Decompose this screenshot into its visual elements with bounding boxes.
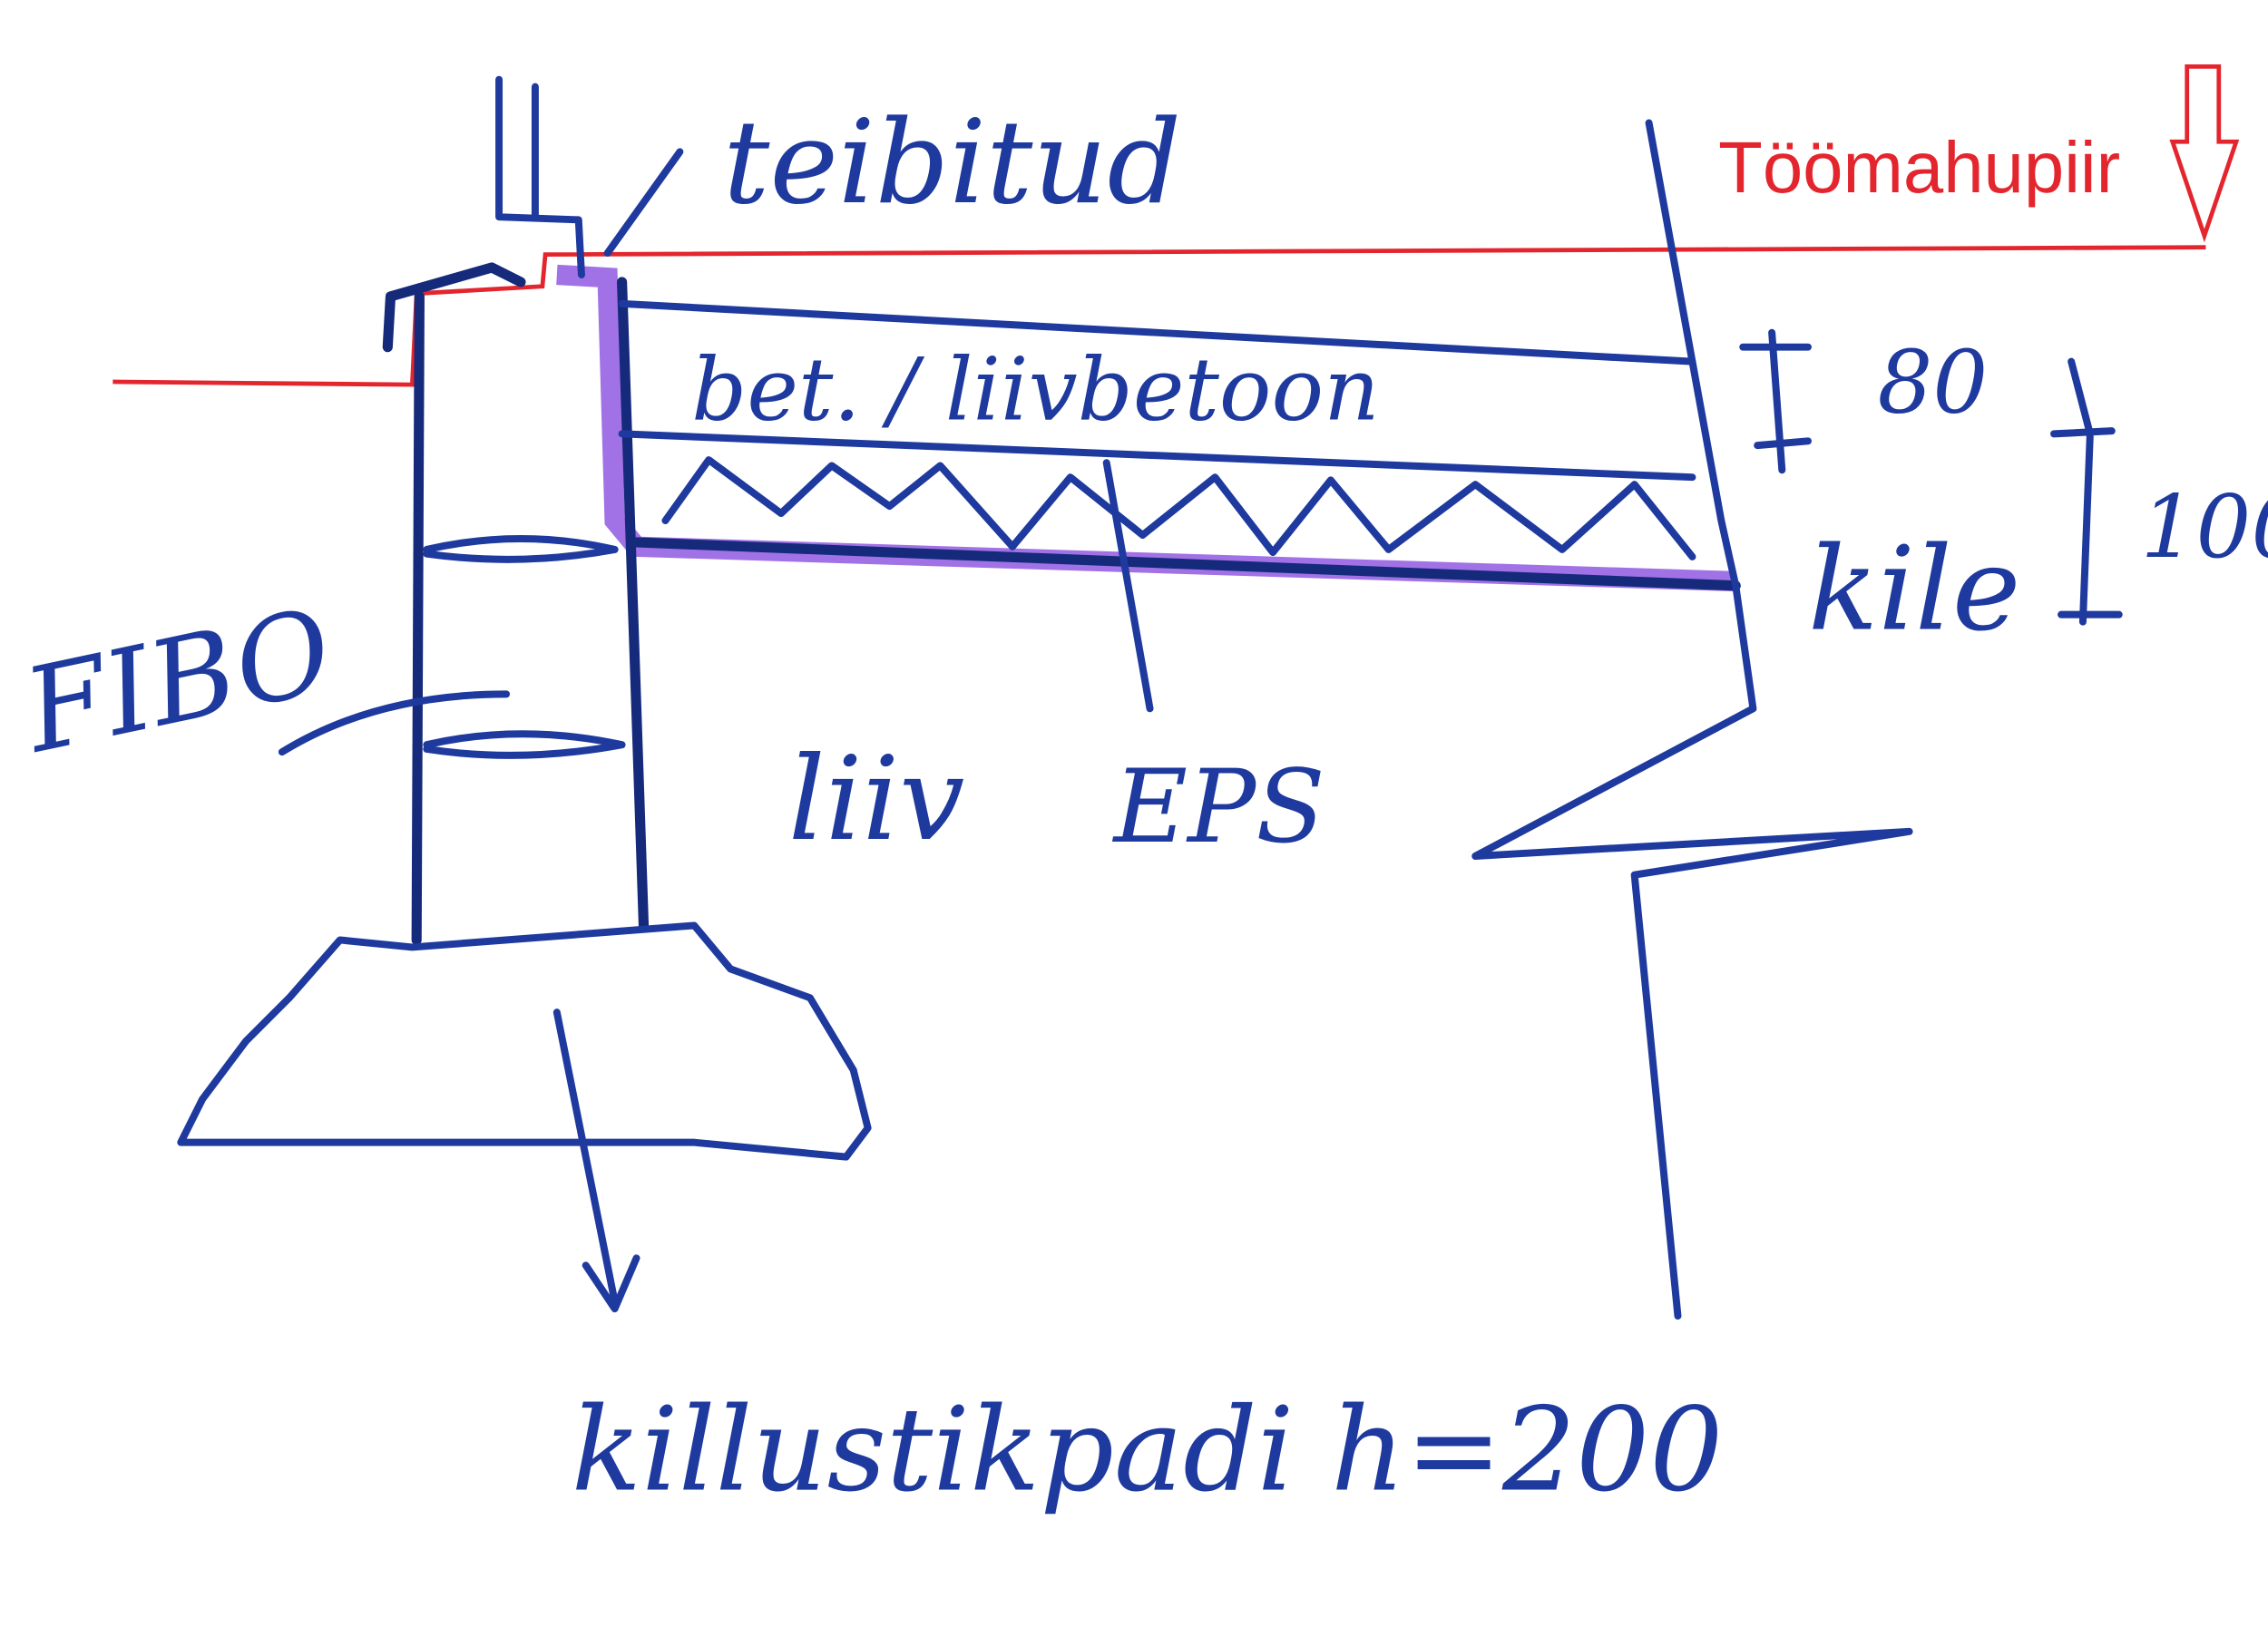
pad-arrow [552,1009,640,1313]
work-boundary-label: Töömahupiir [1718,127,2120,208]
tape-leader [603,148,684,258]
dim-80-label: 80 [1878,331,1989,433]
boundary-arrow-icon [2169,63,2240,243]
dim-80 [1739,328,1812,474]
work-boundary-line [112,245,2206,387]
membrane-label: kile [1808,523,2020,658]
sand-label: liiv [788,733,964,867]
slab-layers [618,119,1913,1320]
crushed-stone-pad [177,921,872,1161]
pad-label: killustikpadi h=200 [572,1383,1724,1517]
fibo-block-wall [382,75,650,946]
taped-label: teibitud [723,96,1181,230]
dim-100-label: 100 [2141,476,2268,578]
eps-leader [1102,459,1154,713]
dim-100 [2050,357,2123,626]
eps-label: EPS [1112,748,1325,866]
concrete-layer-label: bet. / liivbetoon [691,338,1380,440]
fibo-label: FIBO [13,584,344,780]
fibo-arrow [278,690,511,756]
